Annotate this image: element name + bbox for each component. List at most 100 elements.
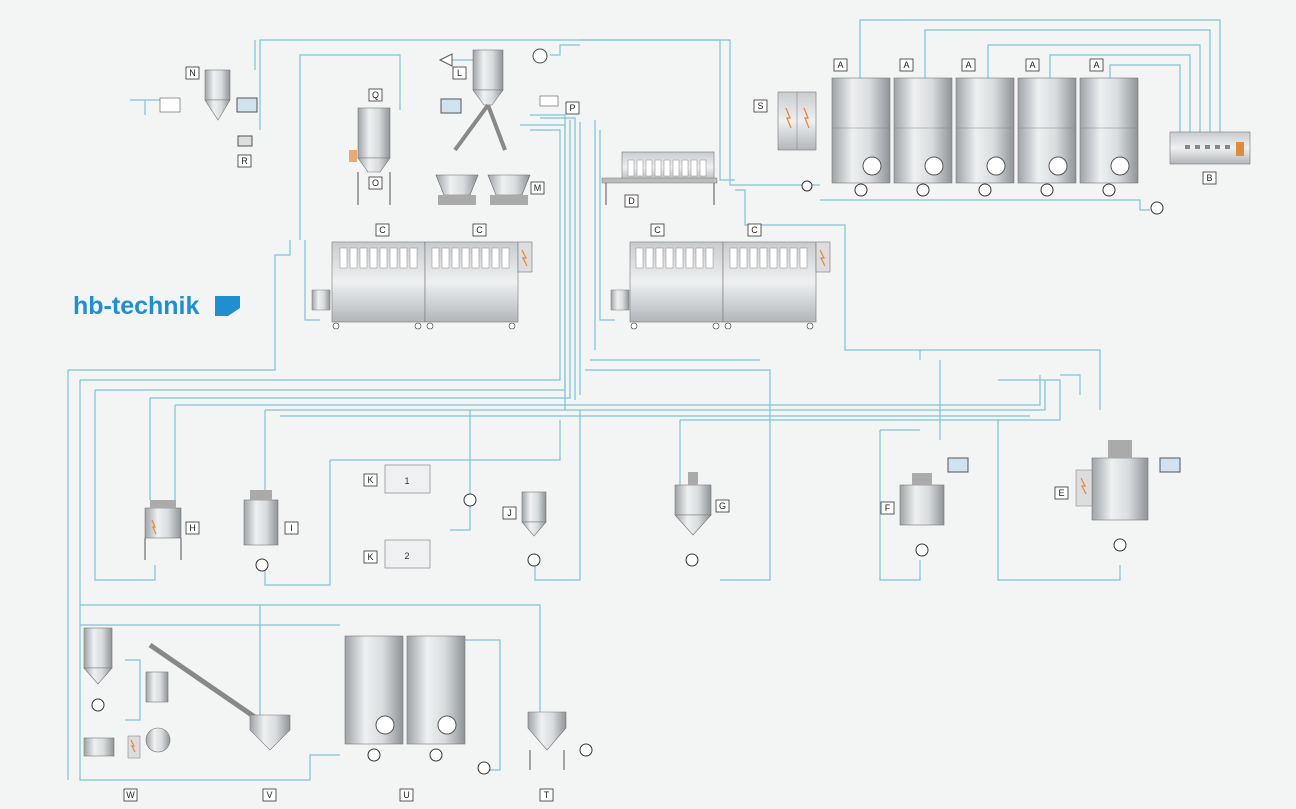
lightning-icon <box>130 739 136 753</box>
pump-icon <box>255 558 269 572</box>
vessel-number-1: 1 <box>404 476 409 486</box>
logo-mark-icon <box>215 296 240 316</box>
equipment-w: W <box>83 627 171 802</box>
label-d: D <box>624 194 639 208</box>
label-tank-a3: A <box>961 58 976 72</box>
label-b: B <box>1202 171 1217 185</box>
piping-network <box>67 19 1221 781</box>
svg-text:A: A <box>903 60 909 70</box>
label-tank-a2: A <box>899 58 914 72</box>
label-h: H <box>185 521 200 535</box>
cooker-e: E <box>1054 440 1181 552</box>
control-monitor-icon <box>1159 457 1181 473</box>
svg-text:F: F <box>885 503 891 513</box>
lightning-icon <box>819 249 826 267</box>
svg-text:A: A <box>965 60 971 70</box>
hopper-t: T <box>527 711 593 802</box>
electrical-cabinet-s: S <box>753 91 817 151</box>
svg-text:C: C <box>751 225 758 235</box>
label-p: P <box>565 101 580 115</box>
svg-text:V: V <box>266 790 272 800</box>
svg-text:O: O <box>372 178 379 188</box>
svg-text:P: P <box>569 103 575 113</box>
tank-a3 <box>955 77 1015 197</box>
label-o: O <box>368 176 383 190</box>
svg-text:W: W <box>126 790 135 800</box>
pump-icon <box>1113 538 1127 552</box>
tanks-u: U <box>344 635 491 802</box>
vessel-i: I <box>243 490 299 572</box>
svg-text:U: U <box>403 790 410 800</box>
misc-pumps <box>801 180 1164 215</box>
label-f: F <box>880 501 895 515</box>
label-m: M <box>530 181 545 195</box>
pump-icon <box>685 553 699 567</box>
label-k2: K <box>363 550 378 564</box>
svg-text:C: C <box>654 225 661 235</box>
svg-text:D: D <box>628 196 635 206</box>
svg-text:A: A <box>1093 60 1099 70</box>
svg-text:I: I <box>290 523 293 533</box>
lightning-icon <box>803 107 810 129</box>
label-k1: K <box>363 473 378 487</box>
label-c2: C <box>472 223 487 237</box>
brand-logo: hb-technik <box>73 292 240 320</box>
label-tank-a4: A <box>1025 58 1040 72</box>
label-j: J <box>502 506 517 520</box>
label-e: E <box>1054 486 1069 500</box>
pump-icon <box>477 761 491 775</box>
label-w: W <box>123 788 138 802</box>
svg-text:A: A <box>1029 60 1035 70</box>
lightning-icon <box>521 249 528 267</box>
svg-text:S: S <box>757 101 763 111</box>
svg-text:J: J <box>507 508 512 518</box>
control-monitor-icon <box>947 457 969 473</box>
pump-icon <box>91 698 105 712</box>
svg-text:E: E <box>1058 488 1064 498</box>
pump-icon <box>915 543 929 557</box>
conveyor-d: D <box>601 151 718 208</box>
label-c1: C <box>375 223 390 237</box>
tank-a2 <box>893 77 953 197</box>
svg-text:B: B <box>1206 173 1212 183</box>
label-i: I <box>284 521 299 535</box>
silo-l: L <box>438 48 548 152</box>
tank-a4 <box>1017 77 1077 197</box>
pump-icon <box>429 748 443 762</box>
filter-unit-o: Q O <box>349 88 391 205</box>
vessels-k: 1 2 K K <box>363 464 477 569</box>
vessel-h: H <box>144 500 200 560</box>
control-monitor-icon <box>440 98 462 114</box>
control-panel-b: B <box>1169 131 1251 185</box>
svg-text:A: A <box>837 60 843 70</box>
label-tank-a5: A <box>1089 58 1104 72</box>
svg-text:L: L <box>457 68 462 78</box>
svg-text:R: R <box>241 156 248 166</box>
ovens-c-right: C C <box>610 223 831 330</box>
pump-icon <box>527 553 541 567</box>
lightning-icon <box>785 107 792 129</box>
control-monitor-icon <box>236 97 258 113</box>
label-g: G <box>715 499 730 513</box>
tank-a5 <box>1079 77 1139 197</box>
lightning-icon <box>1080 477 1087 495</box>
tank-j: J <box>502 491 547 567</box>
label-r: R <box>237 154 252 168</box>
hopper-n: N R <box>159 66 258 168</box>
label-c3: C <box>650 223 665 237</box>
label-u: U <box>399 788 414 802</box>
svg-text:T: T <box>544 790 550 800</box>
lightning-icon <box>151 519 157 535</box>
label-n: N <box>185 66 200 80</box>
kettle-g: G <box>674 472 730 567</box>
ovens-c-left: C C <box>311 223 533 330</box>
svg-text:K: K <box>367 475 373 485</box>
svg-text:H: H <box>189 523 196 533</box>
svg-text:M: M <box>534 183 542 193</box>
svg-text:G: G <box>719 501 726 511</box>
label-tank-a1: A <box>833 58 848 72</box>
svg-text:N: N <box>189 68 196 78</box>
pump-icon <box>463 493 477 507</box>
